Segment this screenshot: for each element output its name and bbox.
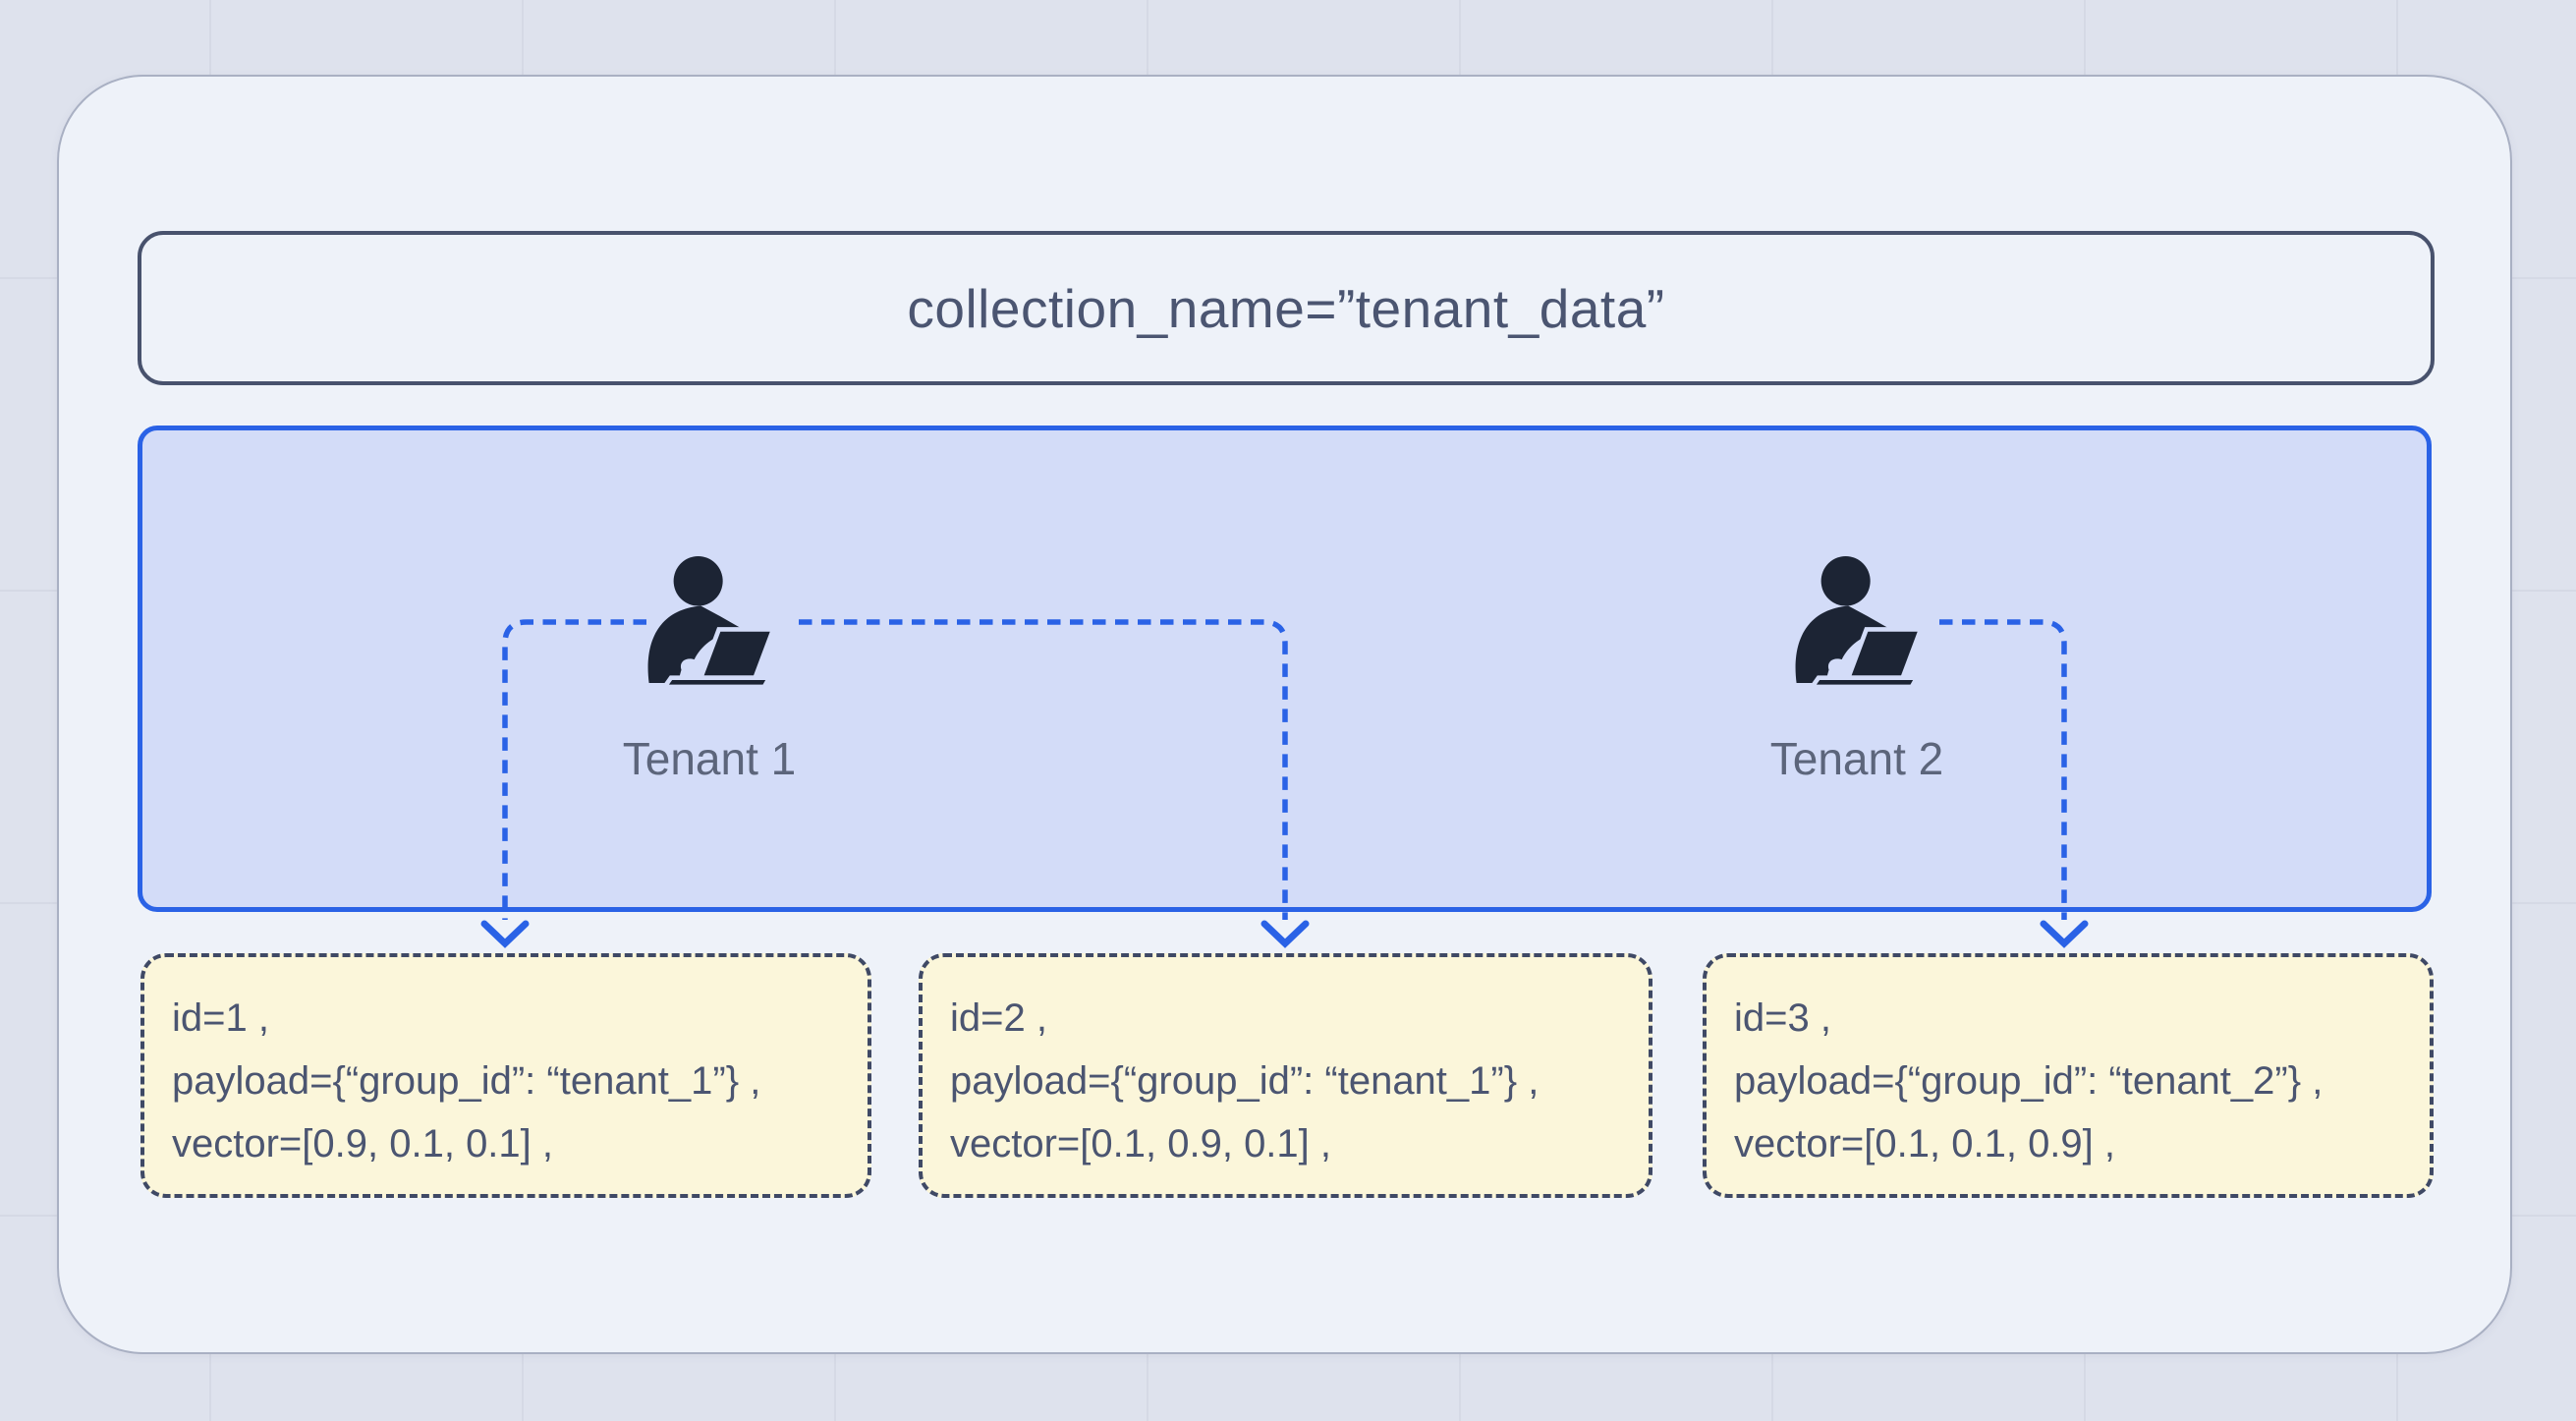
point-payload: payload={“group_id”: “tenant_1”} , [950, 1059, 1540, 1103]
point-vector: vector=[0.9, 0.1, 0.1] , [172, 1122, 554, 1165]
tenant-group-2: Tenant 2 [1709, 556, 2004, 785]
point-box-2: id=2 , payload={“group_id”: “tenant_1”} … [919, 953, 1652, 1198]
tenant-group-1: Tenant 1 [562, 556, 857, 785]
tenant-2-label: Tenant 2 [1769, 733, 1944, 784]
person-at-laptop-icon [1795, 556, 1924, 687]
point-id: id=3 , [1734, 996, 1831, 1040]
point-vector: vector=[0.1, 0.9, 0.1] , [950, 1122, 1332, 1165]
collection-name-label: collection_name=”tenant_data” [907, 277, 1665, 339]
collection-name-box: collection_name=”tenant_data” [138, 231, 2435, 385]
person-at-laptop-icon [647, 556, 776, 687]
point-box-1: id=1 , payload={“group_id”: “tenant_1”} … [140, 953, 871, 1198]
point-box-3: id=3 , payload={“group_id”: “tenant_2”} … [1703, 953, 2434, 1198]
point-payload: payload={“group_id”: “tenant_2”} , [1734, 1059, 2324, 1103]
tenant-zone [138, 426, 2432, 912]
point-id: id=2 , [950, 996, 1047, 1040]
point-vector: vector=[0.1, 0.1, 0.9] , [1734, 1122, 2116, 1165]
point-payload: payload={“group_id”: “tenant_1”} , [172, 1059, 761, 1103]
point-id: id=1 , [172, 996, 269, 1040]
tenant-1-label: Tenant 1 [622, 733, 797, 784]
